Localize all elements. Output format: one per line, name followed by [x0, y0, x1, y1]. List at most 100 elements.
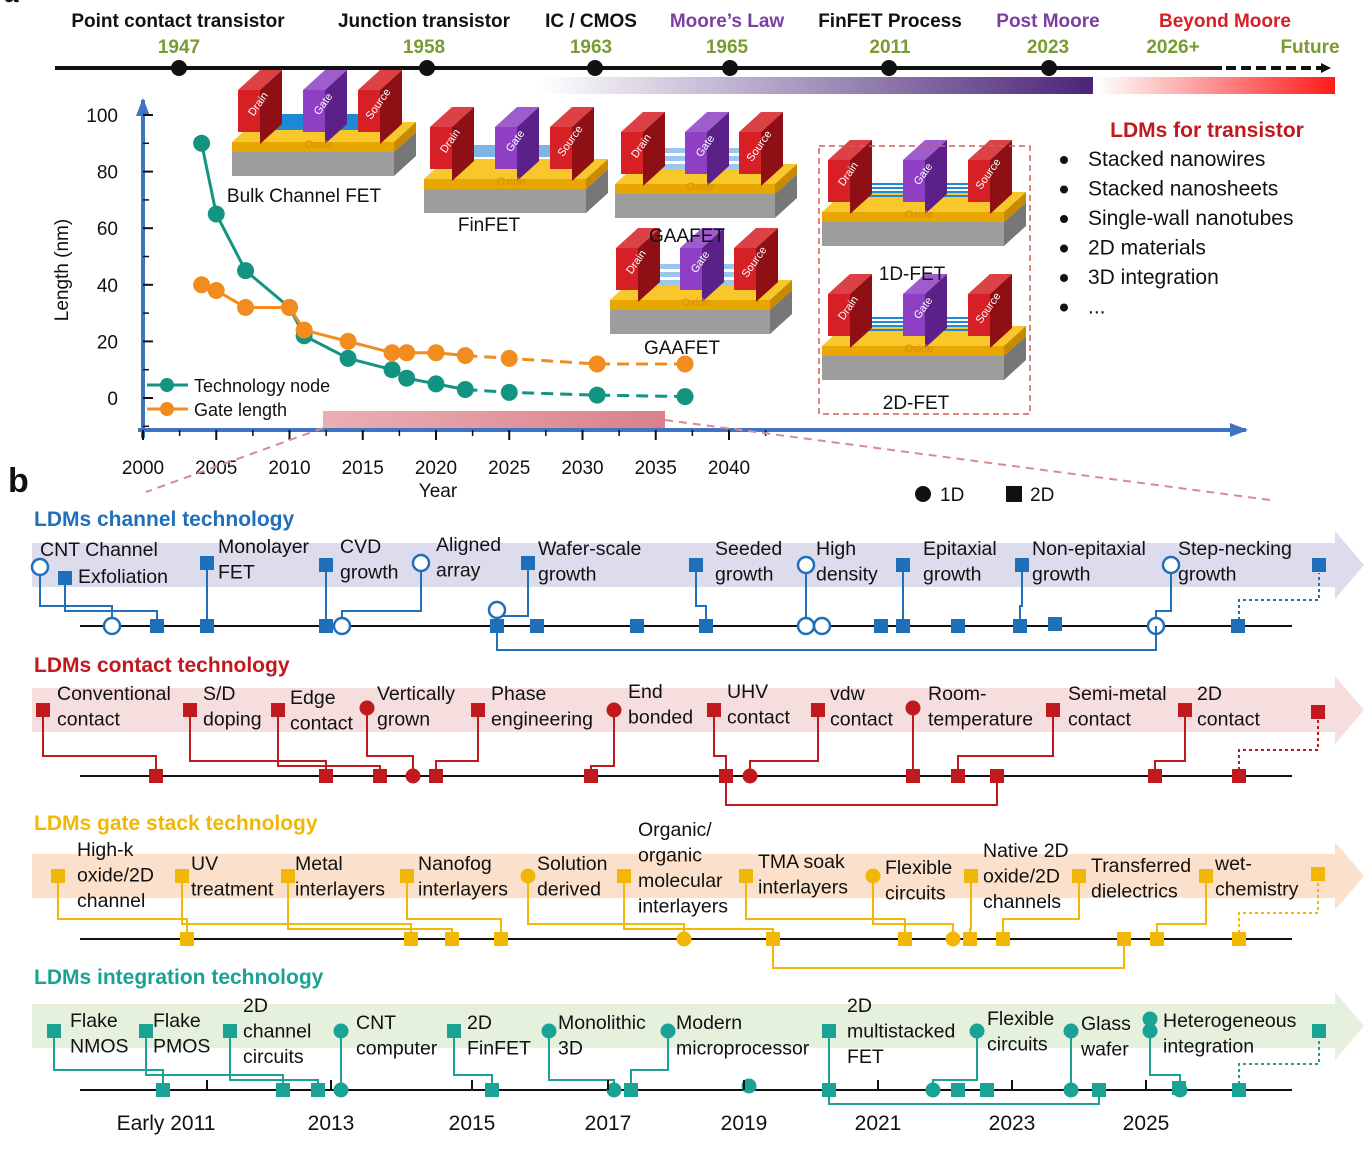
y-tick-label: 0	[107, 389, 118, 410]
timeline-event-year: 1963	[570, 37, 612, 58]
marker-1d	[606, 1082, 622, 1098]
marker-1d	[742, 768, 758, 784]
row-title: LDMs contact technology	[34, 654, 290, 677]
marker-1d-open	[796, 616, 816, 636]
device-name-finfet: FinFET	[458, 215, 521, 236]
roadmap-row: LDMs contact technologyConventionalconta…	[32, 654, 1364, 784]
roadmap-item-label: CNT Channel	[40, 539, 158, 561]
marker-2d	[1148, 769, 1162, 783]
timeline-event-year: Future	[1280, 37, 1339, 58]
roadmap-item-label: vdw	[830, 683, 866, 705]
roadmap-item-label: computer	[356, 1038, 438, 1060]
timeline-event-name: Post Moore	[996, 11, 1099, 32]
roadmap-item-label: growth	[538, 564, 597, 586]
marker-2d	[1178, 703, 1192, 717]
roadmap-item-label: oxide/2D	[77, 865, 154, 887]
marker-2d	[51, 869, 65, 883]
ldms-item: 2D materials	[1088, 237, 1206, 260]
oxide-label: Oxide	[905, 209, 934, 221]
roadmap-item-label: Heterogeneous	[1163, 1010, 1297, 1032]
series-line	[201, 283, 466, 358]
row-title: LDMs gate stack technology	[34, 812, 318, 835]
roadmap-item-label: treatment	[191, 879, 274, 901]
marker-2d	[1072, 869, 1086, 883]
marker-2d	[689, 558, 703, 572]
oxide-label: Oxide	[497, 176, 526, 188]
marker-2d	[200, 556, 214, 570]
roadmap-item-label: Step-necking	[1178, 538, 1292, 560]
marker-2d	[319, 619, 333, 633]
timeline-dot	[881, 60, 897, 76]
roadmap-item-label: integration	[1163, 1036, 1254, 1058]
roadmap-item-label: derived	[537, 879, 601, 901]
timeline-event-year: 1958	[403, 37, 445, 58]
x-tick-label: 2015	[342, 458, 384, 479]
timeline-event-name: FinFET Process	[818, 11, 962, 32]
marker-1d	[905, 700, 921, 716]
roadmap-item-label: NMOS	[70, 1036, 129, 1058]
roadmap-item-label: microprocessor	[676, 1038, 810, 1060]
marker-2d	[624, 1083, 638, 1097]
roadmap-item-label: interlayers	[295, 879, 385, 901]
marker-1d	[945, 931, 961, 947]
marker-2d	[175, 869, 189, 883]
device-name-bulk: Bulk Channel FET	[227, 186, 382, 207]
marker-2d	[1311, 705, 1325, 719]
timeline-event-year: 1947	[158, 37, 200, 58]
roadmap-item-label: CVD	[340, 536, 381, 558]
zoom-band	[323, 411, 665, 428]
roadmap-item-label: engineering	[491, 709, 593, 731]
data-point	[281, 298, 298, 316]
y-tick-label: 60	[97, 219, 118, 240]
x-tick-label: 2025	[488, 458, 530, 479]
x-tick-label: 2005	[195, 458, 237, 479]
oxide-label: Oxide	[687, 181, 716, 193]
ldms-title: LDMs for transistor	[1110, 119, 1304, 142]
timeline-event-year: 2011	[869, 37, 911, 58]
marker-1d	[660, 1023, 676, 1039]
roadmap-item-label: wafer	[1080, 1039, 1129, 1061]
legend-2d: 2D	[1030, 485, 1054, 506]
roadmap-item-label: growth	[715, 564, 774, 586]
marker-2d	[963, 932, 977, 946]
marker-2d	[1048, 617, 1062, 631]
roadmap-item-label: interlayers	[758, 877, 848, 899]
roadmap-item-label: molecular	[638, 870, 723, 892]
legend-entry: Gate length	[194, 400, 287, 420]
marker-2d	[373, 769, 387, 783]
marker-2d	[811, 703, 825, 717]
device-name-gaafet: GAAFET	[644, 338, 720, 359]
roadmap-item-label: Modern	[676, 1012, 742, 1034]
year-axis-label: 2023	[989, 1112, 1036, 1135]
roadmap-item-label: UHV	[727, 681, 768, 703]
roadmap-item-label: Nanofog	[418, 853, 492, 875]
ldms-item: ...	[1088, 296, 1106, 319]
marker-2d	[951, 1083, 965, 1097]
roadmap-item-label: 2D	[1197, 683, 1222, 705]
roadmap-item-label: FinFET	[467, 1038, 531, 1060]
roadmap-item-label: High	[816, 538, 856, 560]
series-line-projected	[465, 354, 686, 366]
data-point	[398, 344, 416, 362]
roadmap-item-label: Flake	[153, 1010, 201, 1032]
ldms-item: Stacked nanosheets	[1088, 178, 1278, 201]
roadmap-item-label: PMOS	[153, 1036, 210, 1058]
roadmap-item-label: Native 2D	[983, 840, 1069, 862]
roadmap-item-label: contact	[727, 707, 790, 729]
data-point	[588, 355, 606, 373]
roadmap-item-label: contact	[290, 713, 353, 735]
roadmap-item-label: grown	[377, 709, 430, 731]
roadmap-item-label: High-k	[77, 839, 134, 861]
marker-2d	[951, 769, 965, 783]
timeline-dot	[587, 60, 603, 76]
roadmap-item-label: wet-	[1214, 853, 1252, 875]
legend-1d: 1D	[940, 485, 964, 506]
timeline-dot	[171, 60, 187, 76]
x-tick-label: 2035	[635, 458, 677, 479]
roadmap-item-label: Non-epitaxial	[1032, 538, 1146, 560]
marker-2d	[180, 932, 194, 946]
